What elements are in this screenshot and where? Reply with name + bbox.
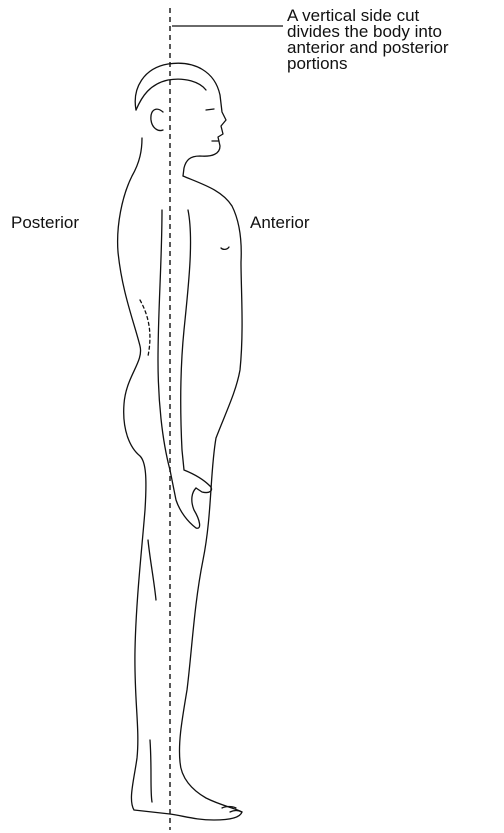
arm-front bbox=[181, 210, 212, 493]
hair-line bbox=[136, 79, 206, 110]
spine-curve bbox=[140, 300, 150, 356]
ankle-line bbox=[150, 740, 152, 802]
toes bbox=[222, 807, 242, 813]
head-outline bbox=[135, 63, 226, 176]
eye bbox=[206, 109, 214, 110]
front-outline bbox=[170, 176, 242, 820]
ear bbox=[151, 109, 163, 130]
anterior-label: Anterior bbox=[250, 213, 310, 232]
callout-line-4: portions bbox=[287, 56, 449, 72]
knee-line bbox=[148, 540, 156, 600]
posterior-label: Posterior bbox=[11, 213, 79, 232]
callout-text: A vertical side cut divides the body int… bbox=[287, 8, 449, 72]
nipple bbox=[221, 247, 229, 249]
arm-back bbox=[158, 210, 200, 528]
